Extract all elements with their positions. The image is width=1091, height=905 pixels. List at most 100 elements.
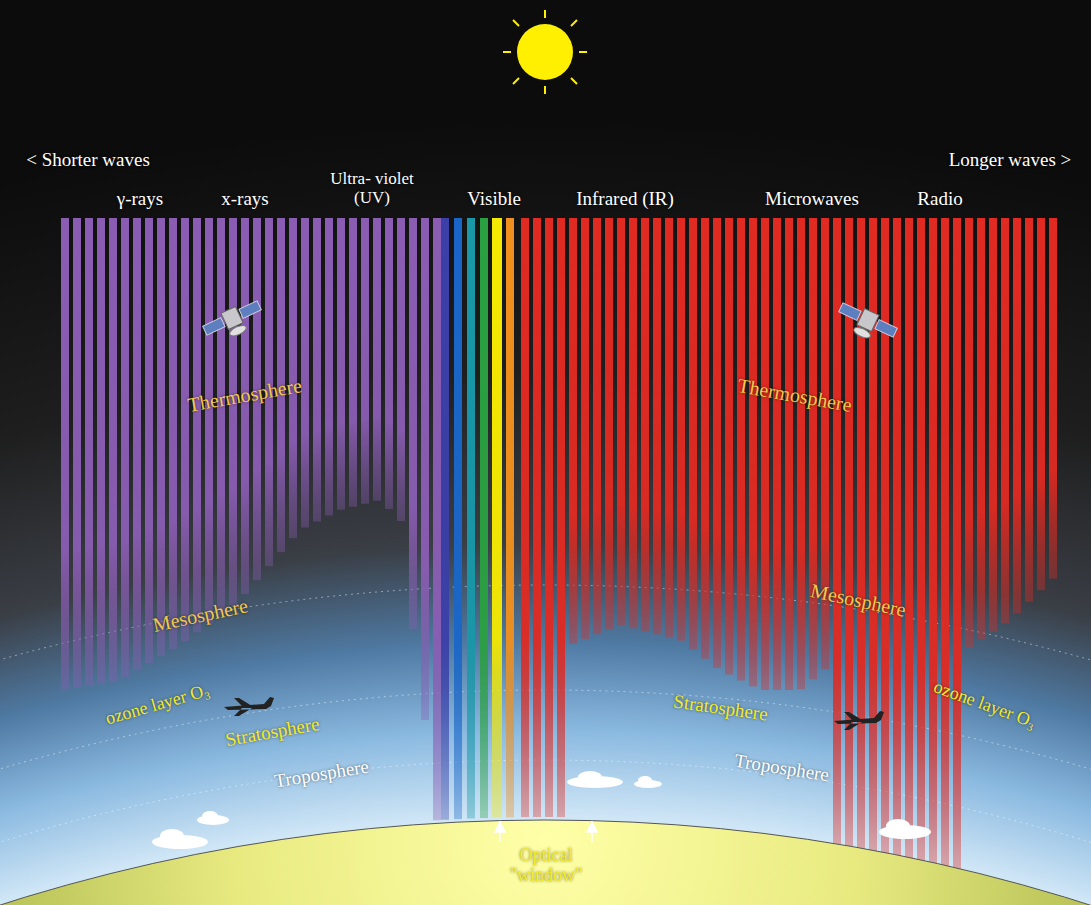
spectrum-bar bbox=[397, 218, 405, 521]
spectrum-bar bbox=[689, 218, 697, 650]
spectrum-bar bbox=[785, 218, 793, 690]
band-name: Microwaves bbox=[765, 189, 859, 210]
spectrum-bar bbox=[169, 218, 177, 649]
spectrum-bar bbox=[749, 218, 757, 687]
band-name: Visible bbox=[467, 189, 521, 210]
spectrum-bar bbox=[653, 218, 661, 634]
satellite bbox=[201, 297, 267, 347]
window-label: Optical "window" bbox=[506, 846, 586, 886]
spectrum-bar bbox=[629, 218, 637, 628]
band-name: γ-rays bbox=[117, 189, 163, 210]
spectrum-bar bbox=[569, 218, 577, 644]
spectrum-bar bbox=[1037, 218, 1045, 590]
wave-direction: < Shorter waves bbox=[26, 150, 150, 171]
spectrum-bar bbox=[1025, 218, 1033, 602]
spectrum-bar bbox=[725, 218, 733, 675]
layer-name: Stratosphere bbox=[672, 691, 769, 725]
layer-name: Mesosphere bbox=[808, 579, 907, 621]
layer-name: Thermosphere bbox=[736, 374, 854, 416]
spectrum-bar bbox=[349, 218, 357, 507]
spectrum-bar bbox=[533, 218, 541, 817]
spectrum-bar bbox=[421, 218, 429, 720]
spectrum-bar bbox=[617, 218, 625, 625]
wave-direction: Longer waves > bbox=[949, 150, 1072, 171]
spectrum-bar bbox=[454, 218, 462, 819]
spectrum-bar bbox=[181, 218, 189, 641]
spectrum-bar bbox=[557, 218, 565, 817]
spectrum-bar bbox=[989, 218, 997, 631]
spectrum-bar bbox=[467, 218, 475, 819]
spectrum-bar bbox=[1001, 218, 1009, 623]
spectrum-bar bbox=[965, 218, 973, 647]
spectrum-bar bbox=[217, 218, 225, 614]
band-name: Radio bbox=[917, 189, 962, 210]
band-name: Infrared (IR) bbox=[576, 189, 674, 210]
spectrum-bar bbox=[506, 218, 514, 817]
spectrum-bar bbox=[157, 218, 165, 656]
spectrum-bar bbox=[953, 218, 961, 870]
spectrum-bar bbox=[97, 218, 105, 683]
layer-name: Mesosphere bbox=[150, 594, 249, 636]
layer-name: Thermosphere bbox=[186, 374, 304, 416]
spectrum-bar bbox=[905, 218, 913, 859]
spectrum-bar bbox=[701, 218, 709, 659]
spectrum-bar bbox=[133, 218, 141, 670]
spectrum-bar bbox=[409, 218, 417, 629]
spectrum-bar bbox=[1013, 218, 1021, 613]
spectrum-bar bbox=[941, 218, 949, 867]
spectrum-bar bbox=[121, 218, 129, 677]
spectrum-bar bbox=[641, 218, 649, 631]
spectrum-bar bbox=[492, 218, 502, 818]
spectrum-bar bbox=[373, 218, 381, 501]
spectrum-bar bbox=[977, 218, 985, 639]
spectrum-bar bbox=[229, 218, 237, 605]
spectrum-bar bbox=[917, 218, 925, 862]
band-name: x-rays bbox=[221, 189, 268, 210]
spectrum-bar bbox=[581, 218, 589, 639]
spectrum-bar bbox=[385, 218, 393, 509]
spectrum-bar bbox=[193, 218, 201, 632]
spectrum-bar bbox=[301, 218, 309, 528]
spectrum-bar bbox=[1049, 218, 1057, 579]
layer-name: Troposphere bbox=[733, 750, 830, 786]
spectrum-bar bbox=[361, 218, 369, 504]
layer-name: ozone layer O₃ bbox=[104, 681, 213, 730]
spectrum-bar bbox=[205, 218, 213, 623]
spectrum-bar bbox=[929, 218, 937, 865]
spectrum-bar bbox=[893, 218, 901, 857]
airplane bbox=[224, 697, 884, 730]
layer-name: Stratosphere bbox=[223, 713, 320, 750]
spectrum-bar bbox=[737, 218, 745, 681]
satellite bbox=[833, 299, 899, 349]
spectrum-bar bbox=[797, 218, 805, 689]
spectrum-bar bbox=[809, 218, 817, 679]
spectrum-bar bbox=[61, 218, 69, 690]
spectrum-bar bbox=[145, 218, 153, 663]
spectrum-bar bbox=[773, 218, 781, 690]
spectrum-bar bbox=[521, 218, 529, 817]
spectrum-bar bbox=[677, 218, 685, 641]
spectrum-bar bbox=[545, 218, 553, 817]
spectrum-bar bbox=[433, 218, 441, 820]
sun bbox=[503, 10, 587, 94]
spectrum-bars bbox=[61, 218, 1057, 870]
spectrum-bar bbox=[761, 218, 769, 690]
spectrum-bar bbox=[325, 218, 333, 516]
spectrum-bar bbox=[337, 218, 345, 510]
spectrum-bar bbox=[85, 218, 93, 686]
spectrum-bar bbox=[881, 218, 889, 855]
spectrum-bar bbox=[665, 218, 673, 637]
spectrum-bar bbox=[109, 218, 117, 681]
spectrum-bar bbox=[480, 218, 488, 818]
spectrum-bar bbox=[593, 218, 601, 634]
spectrum-bar bbox=[313, 218, 321, 522]
spectrum-bar bbox=[605, 218, 613, 629]
window-arrows bbox=[495, 822, 597, 842]
spectrum-bar bbox=[713, 218, 721, 668]
spectrum-bar bbox=[441, 218, 449, 820]
spectrum-bar bbox=[73, 218, 81, 688]
